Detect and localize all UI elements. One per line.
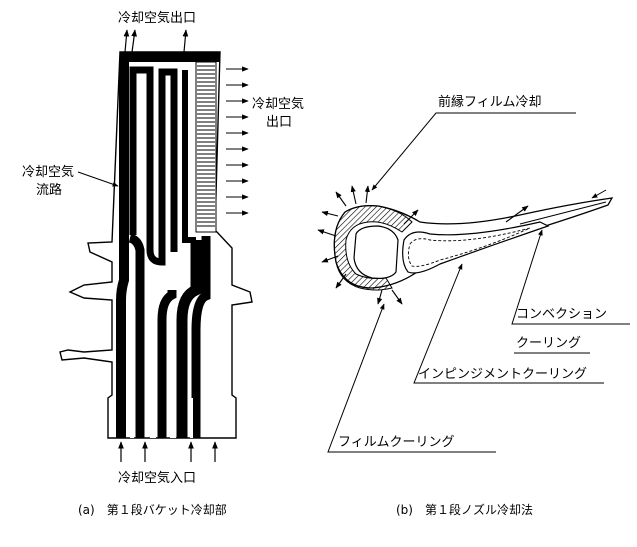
bucket-diagram: 冷却空気出口 冷却空気 出口 冷却空気 流路 冷却空気入口 (a) 第１段バケッ…	[22, 10, 304, 517]
outlet-top-label: 冷却空気出口	[118, 10, 196, 26]
caption-b: (b) 第１段ノズル冷却法	[396, 502, 533, 517]
flow-path-label-line2: 流路	[36, 182, 62, 198]
leader-lines	[327, 112, 630, 453]
bucket-outline	[59, 51, 253, 439]
leading-edge-label: 前縁フィルム冷却	[438, 94, 541, 110]
top-outlet-arrows	[123, 29, 189, 53]
impingement-label: インピンジメントクーリング	[418, 367, 587, 382]
leading-edge-wall	[333, 205, 413, 291]
side-outlet-arrows	[226, 66, 249, 216]
front-cavity	[353, 225, 399, 279]
trailing-edge-passage	[519, 201, 607, 225]
inlet-arrows	[118, 441, 218, 462]
cooling-passages	[116, 62, 211, 438]
flow-path-leader	[77, 171, 119, 187]
convection-label-line2: クーリング	[516, 336, 581, 351]
top-cap	[120, 52, 220, 62]
nozzle-diagram: 前縁フィルム冷却 コンベクション クーリング インピンジメントクーリング フィル…	[317, 94, 630, 517]
impingement-insert-inner	[407, 227, 531, 267]
film-cooling-arrows	[317, 185, 529, 305]
convection-label-line1: コンベクション	[516, 307, 607, 322]
outlet-side-label-line1: 冷却空気	[252, 96, 304, 112]
flow-path-label-line1: 冷却空気	[22, 164, 74, 180]
inlet-ribs	[130, 398, 193, 438]
impingement-insert	[402, 221, 550, 274]
trailing-edge-slots	[195, 61, 217, 233]
outlet-side-label-line2: 出口	[266, 115, 292, 130]
caption-a: (a) 第１段バケット冷却部	[78, 502, 227, 517]
inlet-label: 冷却空気入口	[118, 470, 196, 486]
film-label: フィルムクーリング	[338, 435, 454, 450]
